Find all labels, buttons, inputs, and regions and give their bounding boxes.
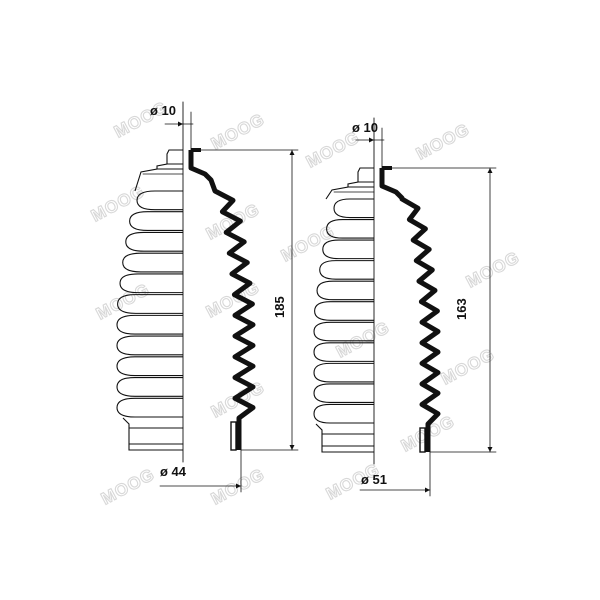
rib xyxy=(313,321,374,342)
collar xyxy=(122,417,183,451)
rib xyxy=(333,198,374,219)
watermark: MOOG xyxy=(208,110,268,154)
rib xyxy=(316,280,374,301)
rib xyxy=(116,376,183,397)
rib xyxy=(322,239,374,260)
rib xyxy=(116,335,183,356)
rib xyxy=(326,218,374,239)
watermark: MOOG xyxy=(463,248,523,292)
rib xyxy=(313,403,374,424)
rib xyxy=(119,273,183,294)
rib xyxy=(116,397,183,418)
boot-right-length-label: 163 xyxy=(454,298,469,320)
watermark: MOOG xyxy=(333,318,393,362)
arrow-head xyxy=(289,150,295,155)
arrow-head xyxy=(178,121,183,127)
boot-left: ø 10 ø 44 185 xyxy=(116,101,299,493)
rib xyxy=(129,211,183,232)
rib xyxy=(313,342,374,362)
rib xyxy=(122,252,183,273)
arrow-head xyxy=(289,445,295,450)
boot-left-top-diameter-label: ø 10 xyxy=(150,103,176,118)
collar-groove xyxy=(419,427,426,453)
boot-left-dimensions xyxy=(159,111,299,493)
neck xyxy=(134,149,183,192)
rib xyxy=(117,294,183,314)
boot-right-dimensions xyxy=(355,127,497,497)
rib xyxy=(136,190,183,211)
arrow-head xyxy=(487,447,493,452)
arrow-head xyxy=(425,487,430,493)
watermark: MOOG xyxy=(413,120,473,164)
boot-right: ø 10 ø 51 163 xyxy=(313,117,497,497)
boot-right-bottom-diameter-label: ø 51 xyxy=(361,472,387,487)
boot-right-outline xyxy=(313,117,375,465)
boot-right-top-diameter-label: ø 10 xyxy=(352,120,378,135)
boot-left-length-label: 185 xyxy=(272,296,287,318)
arrow-head xyxy=(487,168,493,173)
collar-groove xyxy=(230,421,237,451)
rib xyxy=(319,260,374,280)
boot-left-outline xyxy=(116,101,184,463)
watermark: MOOG xyxy=(88,182,148,226)
rib xyxy=(116,314,183,335)
arrow-head xyxy=(369,137,374,143)
boot-left-profile xyxy=(188,148,256,451)
arrow-head xyxy=(236,483,241,489)
rib xyxy=(314,301,374,321)
rib xyxy=(125,231,183,252)
boot-right-profile xyxy=(379,166,441,453)
wall-profile xyxy=(188,150,256,450)
rib xyxy=(116,356,183,377)
watermark: MOOG xyxy=(98,465,158,509)
rib xyxy=(313,362,374,383)
neck xyxy=(325,167,374,200)
rib xyxy=(313,383,374,404)
watermark: MOOG xyxy=(278,222,338,266)
boot-left-bottom-diameter-label: ø 44 xyxy=(160,464,187,479)
collar xyxy=(315,423,374,453)
watermark: MOOG xyxy=(438,345,498,389)
wall-profile xyxy=(379,168,441,452)
